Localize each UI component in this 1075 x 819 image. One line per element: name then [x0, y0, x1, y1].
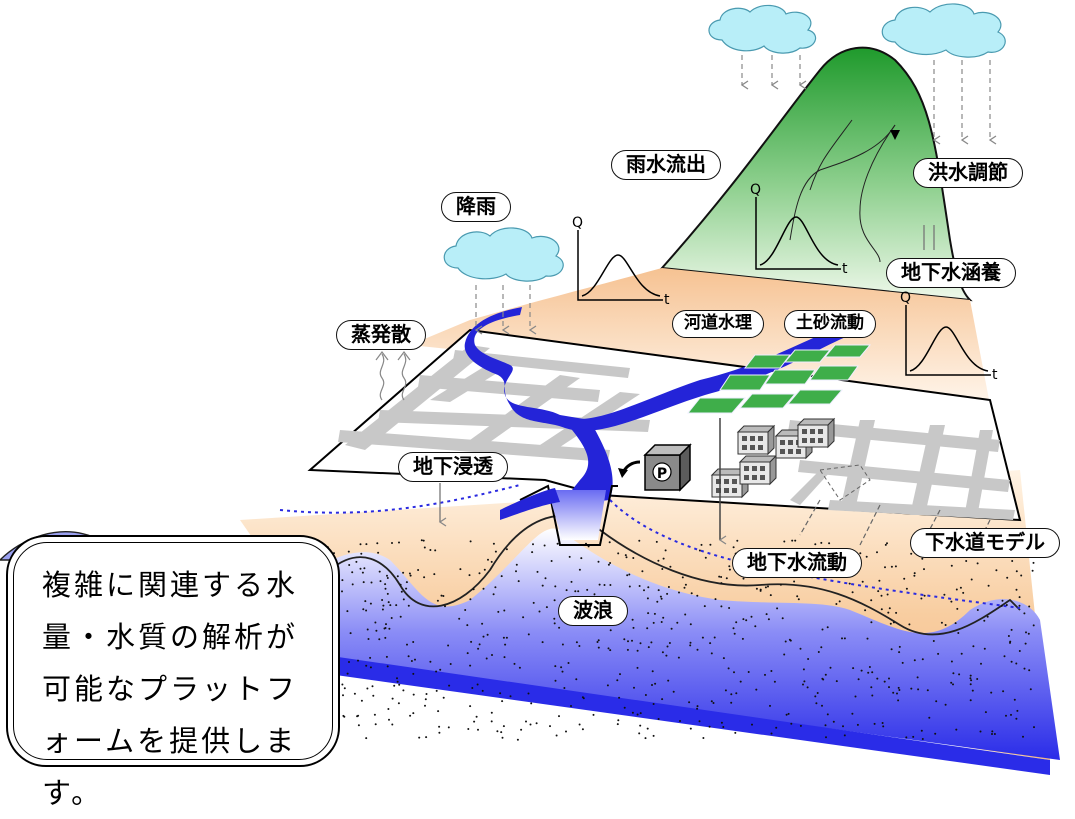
hydrograph-plain: Q t [572, 215, 670, 308]
callout-inner-border [13, 542, 333, 760]
axis-q: Q [900, 290, 911, 306]
cloud [443, 227, 564, 282]
hydrograph-mountain: Q t [750, 182, 848, 277]
axis-q: Q [750, 182, 761, 198]
axis-t: t [664, 292, 670, 308]
label-sewer-model: 下水道モデル [910, 528, 1060, 558]
groundwater-table-left [279, 484, 521, 514]
label-channel-hydraulics: 河道水理 [672, 310, 764, 338]
label-rainfall: 降雨 [441, 192, 511, 222]
building [738, 454, 778, 486]
pump-symbol: P [657, 466, 667, 482]
mountain-recharge-arrows [923, 225, 935, 250]
fields [686, 344, 872, 414]
rain-arrows [474, 55, 997, 335]
label-groundwater-flow: 地下水流動 [732, 548, 862, 578]
label-runoff: 雨水流出 [611, 150, 721, 180]
axis-q: Q [572, 215, 583, 231]
river [464, 307, 860, 546]
sea-body [270, 528, 1060, 760]
label-sediment-transport: 土砂流動 [784, 310, 876, 338]
cloud [881, 3, 1006, 58]
hydrograph-reservoir: Q t [900, 290, 998, 383]
axis-t: t [992, 367, 998, 383]
callout-text: 複雑に関連する水量・水質の解析が可能なプラットフォームを提供します。 [42, 568, 299, 810]
evaporation-arrows [375, 351, 411, 401]
label-infiltration: 地下浸透 [398, 452, 508, 482]
building [736, 424, 776, 456]
buildings [710, 417, 836, 499]
pump-station: P [618, 443, 692, 492]
building [796, 417, 836, 449]
subsurface-layer [0, 470, 1060, 775]
mountain [659, 46, 973, 302]
axis-t: t [842, 261, 848, 277]
label-waves: 波浪 [558, 596, 628, 626]
callout-box: 複雑に関連する水量・水質の解析が可能なプラットフォームを提供します。 [6, 535, 340, 810]
label-evapotranspiration: 蒸発散 [336, 320, 426, 350]
road-network [338, 345, 1015, 520]
label-flood-control: 洪水調節 [913, 158, 1023, 188]
cloud [708, 4, 817, 54]
sewer-pipes [799, 499, 991, 551]
label-groundwater-recharge: 地下水涵養 [886, 258, 1016, 288]
